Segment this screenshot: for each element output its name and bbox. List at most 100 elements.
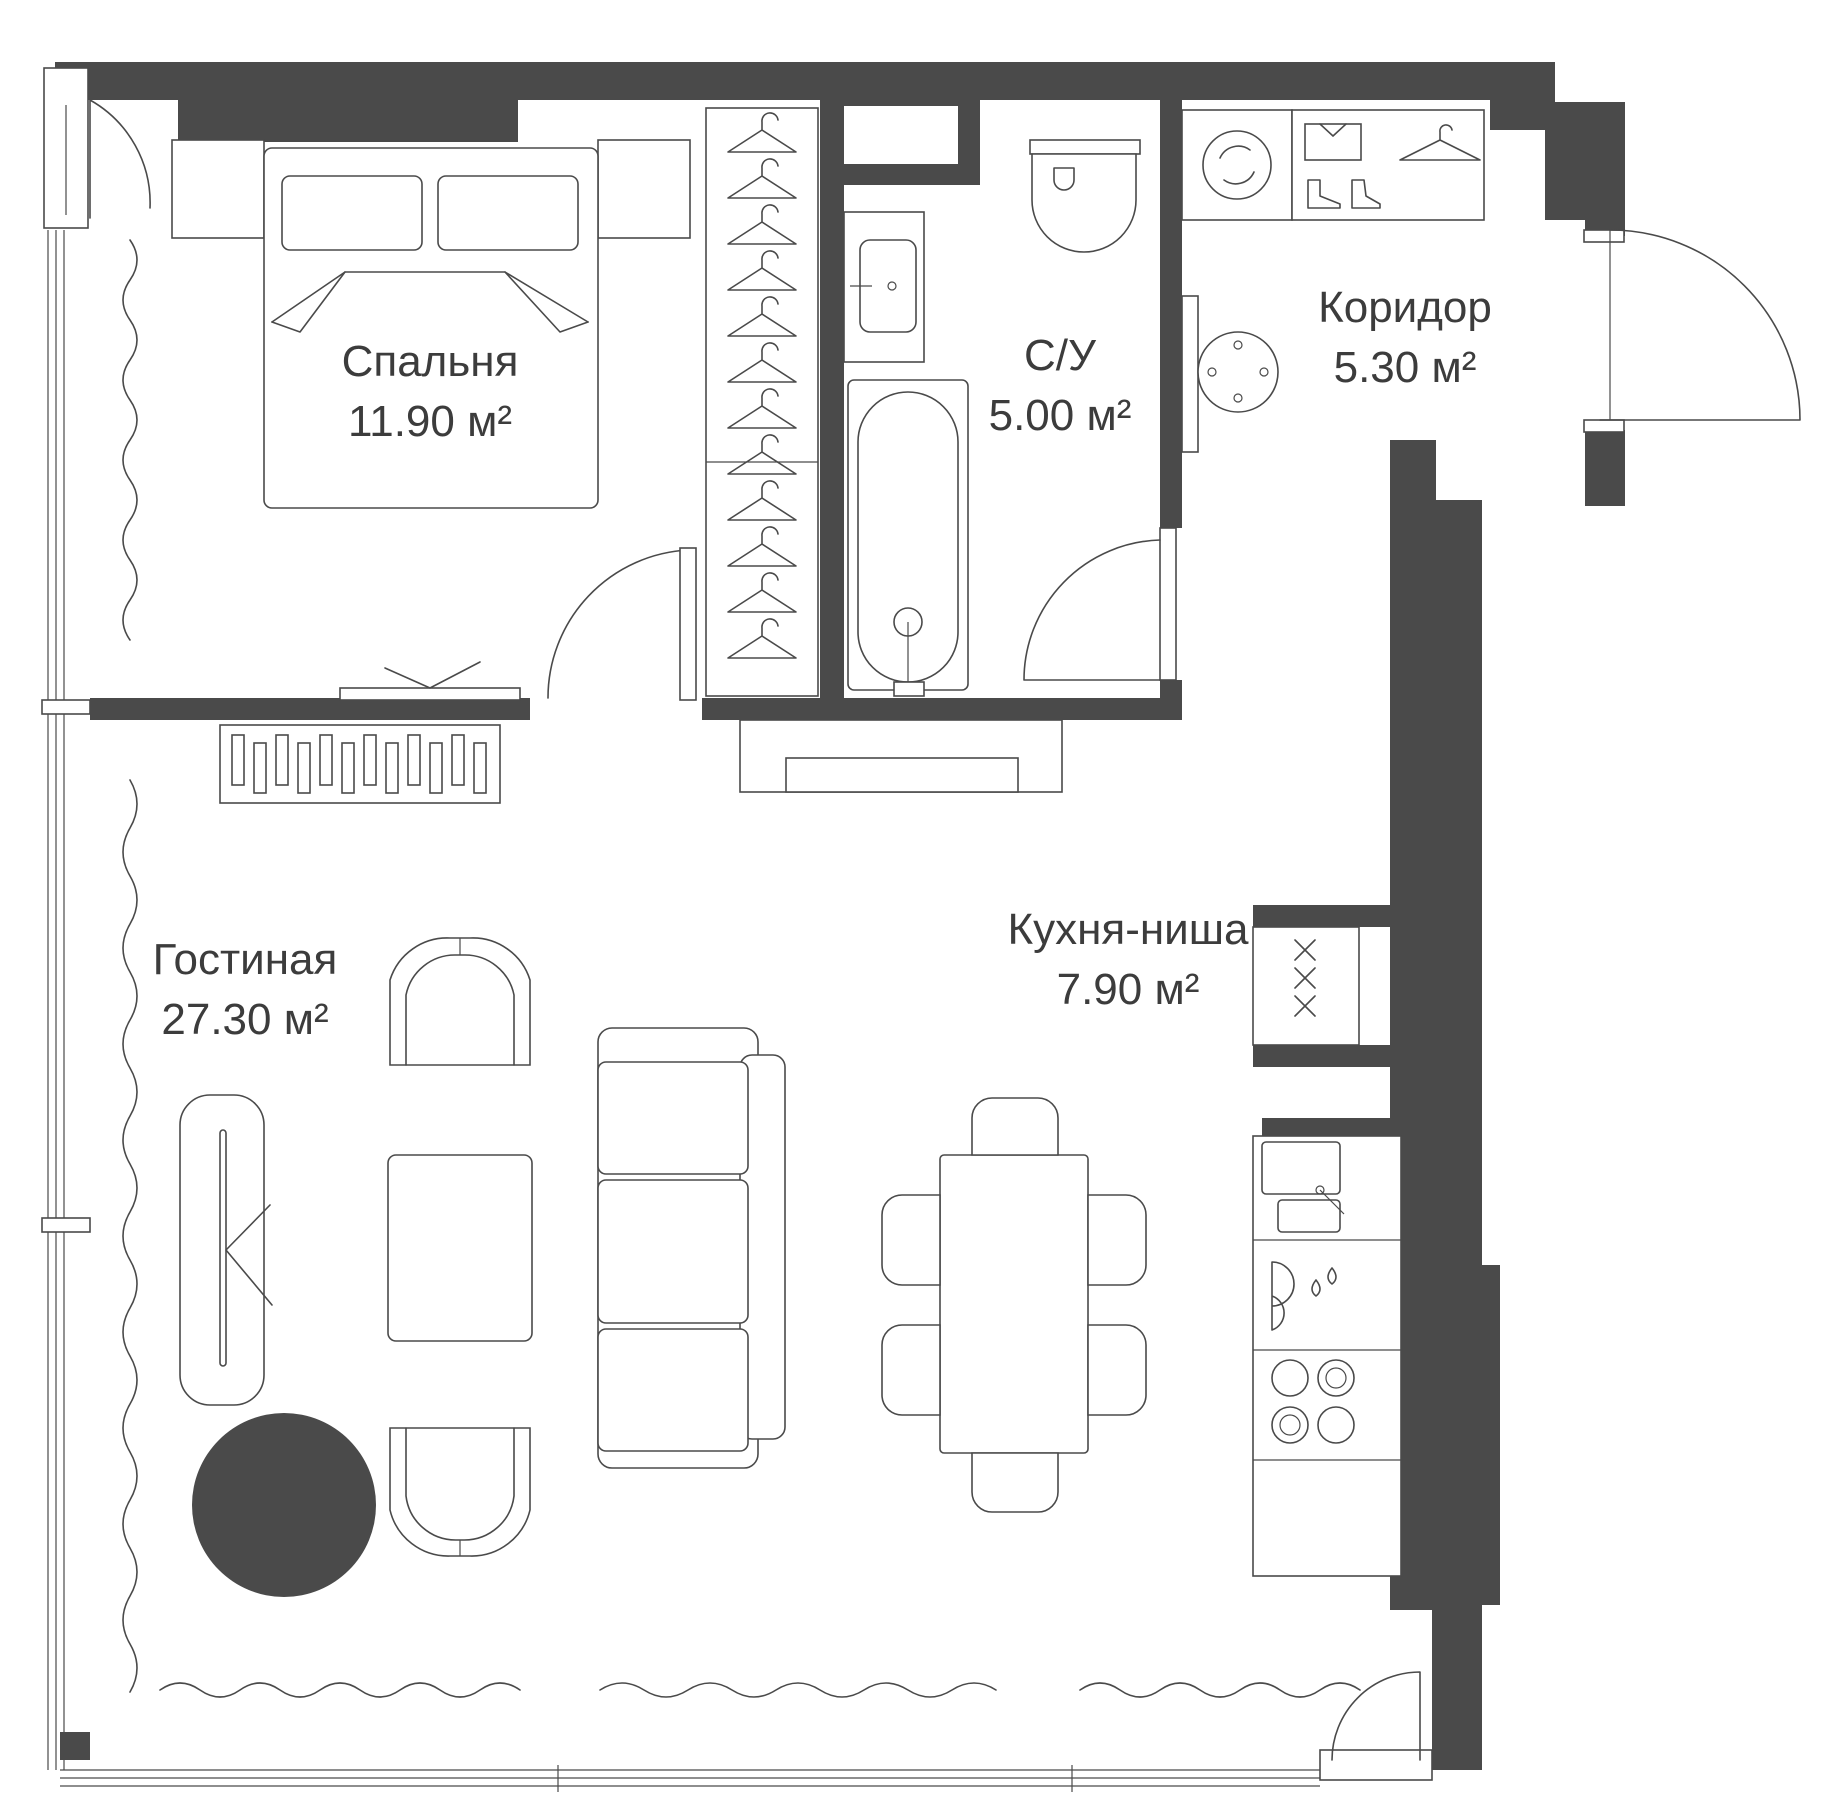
radiator-fin xyxy=(275,734,289,786)
room-name: Коридор xyxy=(1318,283,1492,332)
hanger xyxy=(727,296,797,337)
hanger xyxy=(727,112,797,153)
sofa-seat-1 xyxy=(597,1061,749,1175)
bedroom-drawer xyxy=(339,687,521,701)
hanger xyxy=(727,480,797,521)
radiator-fin xyxy=(429,742,443,794)
wall-top-right-step xyxy=(1490,62,1555,130)
room-label-kitchen: Кухня-ниша 7.90 м² xyxy=(978,900,1278,1020)
wall-kitchen-niche-mid xyxy=(1253,1045,1399,1067)
room-area: 7.90 м² xyxy=(1056,965,1200,1014)
chair-right-2 xyxy=(1087,1324,1147,1416)
blanket xyxy=(271,271,589,323)
bedroom-door xyxy=(547,549,689,699)
radiator-fin xyxy=(363,734,377,786)
sofa-seat-2 xyxy=(597,1179,749,1324)
curtain-living-left xyxy=(122,779,138,1693)
room-label-bedroom: Спальня 11.90 м² xyxy=(300,332,560,452)
wall-kitchen-niche-block xyxy=(1262,1118,1402,1136)
cooktop xyxy=(1271,1359,1355,1444)
shoes xyxy=(1307,179,1381,209)
wall-kitchen-niche-top xyxy=(1253,905,1433,927)
hanger xyxy=(727,526,797,567)
hanger xyxy=(727,158,797,199)
curtain-living-bottom-3 xyxy=(1079,1682,1361,1698)
hanger xyxy=(727,434,797,475)
entrance-door xyxy=(1599,229,1801,421)
room-name: С/У xyxy=(1024,331,1096,380)
dining-table xyxy=(939,1154,1089,1454)
wall-bath-left xyxy=(820,100,844,720)
kitchen-sink-upper xyxy=(1261,1141,1341,1195)
room-label-living: Гостиная 27.30 м² xyxy=(130,930,360,1050)
radiator-fin xyxy=(253,742,267,794)
room-area: 27.30 м² xyxy=(161,995,329,1044)
wall-right-jamb xyxy=(1585,430,1625,506)
hanger xyxy=(727,572,797,613)
wall-shaft-bottom xyxy=(820,164,980,185)
chair-left-2 xyxy=(881,1324,941,1416)
radiator-fin xyxy=(473,742,487,794)
wall-bedroom-bottom xyxy=(90,698,530,720)
wall-right-outer xyxy=(1432,500,1482,1770)
hanger-icon xyxy=(1399,124,1481,161)
hanger xyxy=(727,204,797,245)
corridor-fixtures xyxy=(1181,109,1801,453)
chair-top xyxy=(971,1097,1059,1156)
kitchen-sink-lower xyxy=(1277,1199,1341,1233)
armchair-top xyxy=(389,937,531,1066)
nightstand-left xyxy=(171,139,265,239)
radiator-fin xyxy=(297,742,311,794)
hanger xyxy=(727,342,797,383)
bedroom-furniture xyxy=(171,139,697,701)
hanger xyxy=(727,250,797,291)
room-name: Кухня-ниша xyxy=(1007,905,1249,954)
radiator-fin xyxy=(451,734,465,786)
coffee-table xyxy=(387,1154,533,1342)
radiator-fin xyxy=(319,734,333,786)
room-name: Спальня xyxy=(341,337,519,386)
room-name: Гостиная xyxy=(152,935,338,984)
wall-top-left-block xyxy=(178,90,518,142)
room-label-bathroom: С/У 5.00 м² xyxy=(960,326,1160,446)
bath-tap xyxy=(893,681,925,697)
hanger xyxy=(727,388,797,429)
room-area: 5.30 м² xyxy=(1333,343,1477,392)
round-table xyxy=(192,1413,376,1597)
living-furniture xyxy=(179,719,1147,1597)
kitchen-fixtures xyxy=(1252,926,1433,1781)
wardrobe xyxy=(705,107,819,697)
chair-left-1 xyxy=(881,1194,941,1286)
walls xyxy=(55,62,1625,1770)
wall-bath-right xyxy=(1160,100,1182,528)
nightstand-right xyxy=(597,139,691,239)
toilet-bowl xyxy=(1031,153,1137,253)
room-area: 11.90 м² xyxy=(348,397,512,446)
dishwasher xyxy=(1271,1261,1295,1331)
radiator-fin xyxy=(341,742,355,794)
armchair-bottom xyxy=(389,1427,531,1557)
mirror xyxy=(1181,295,1199,453)
wall-bath-right-low xyxy=(1160,680,1182,720)
windows xyxy=(41,67,1320,1792)
room-label-corridor: Коридор 5.30 м² xyxy=(1290,278,1520,398)
wall-shaft-top xyxy=(820,100,975,106)
hanger xyxy=(727,618,797,659)
pillow-left xyxy=(281,175,423,251)
curtain-living-bottom-2 xyxy=(599,1682,997,1698)
wall-right-bulge xyxy=(1480,1265,1500,1605)
pillow-right xyxy=(437,175,579,251)
radiator-fin xyxy=(231,734,245,786)
tv xyxy=(785,757,1019,793)
shirt xyxy=(1304,123,1362,161)
radiator-fin xyxy=(407,734,421,786)
toilet-tank xyxy=(1029,139,1141,155)
curtains xyxy=(122,239,1361,1698)
hangers xyxy=(727,112,797,659)
radiator-fin xyxy=(385,742,399,794)
wall-bottom-left-corner xyxy=(60,1732,90,1760)
chair-right-1 xyxy=(1087,1194,1147,1286)
chair-bottom xyxy=(971,1452,1059,1513)
sofa-seat-3 xyxy=(597,1328,749,1452)
